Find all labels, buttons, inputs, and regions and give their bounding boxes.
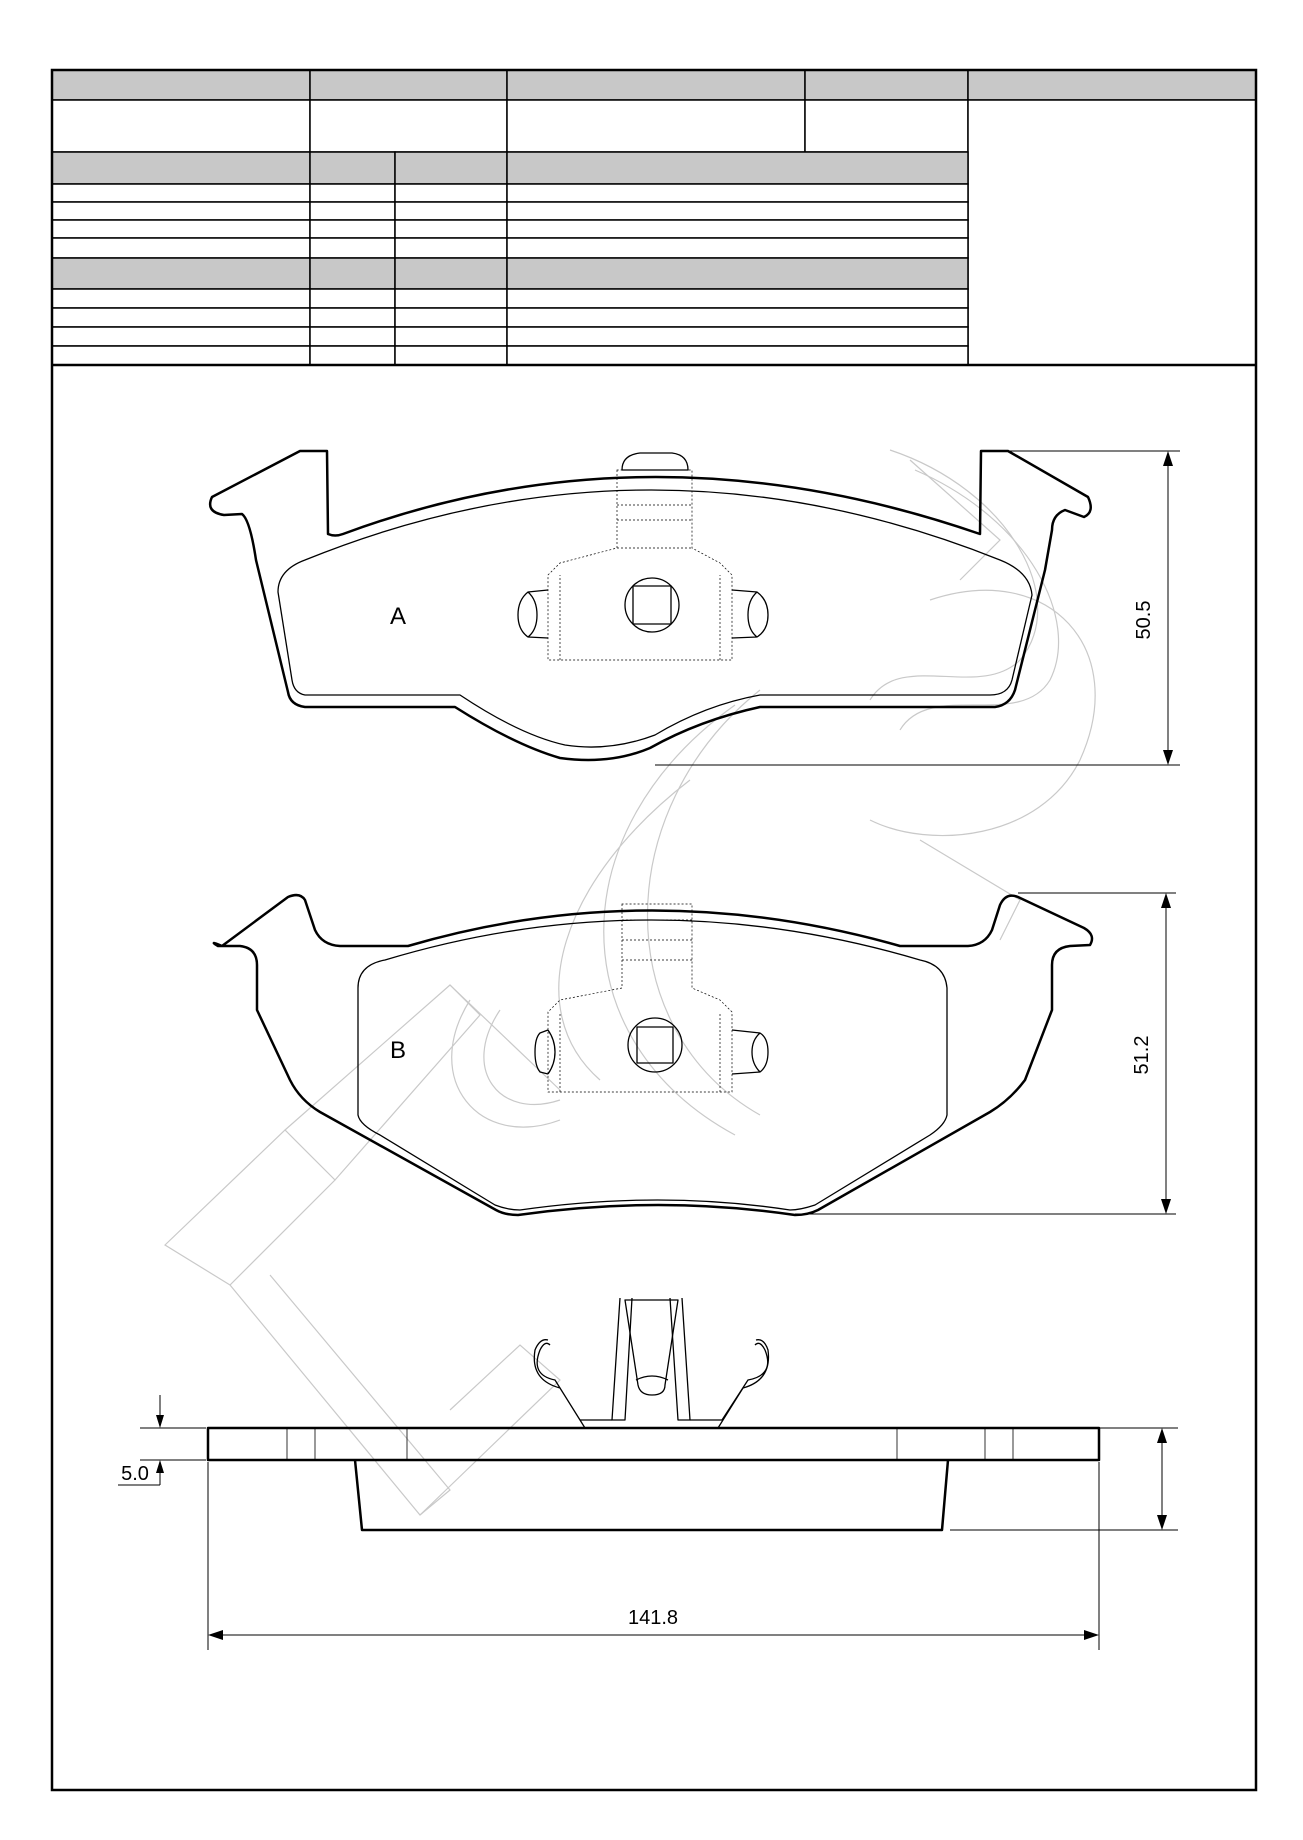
header-cell-5	[967, 69, 1257, 101]
view-b-friction-material	[357, 919, 948, 1211]
view-b-sensor-square	[636, 1026, 674, 1064]
section1-rows	[51, 183, 969, 259]
view-b-label: B	[390, 1037, 406, 1064]
side-panel-cell	[967, 99, 1257, 366]
view-b-left-lug	[534, 1029, 549, 1075]
section1-header-2	[309, 151, 396, 185]
value-cell-2	[309, 99, 508, 153]
section1-header-1	[51, 151, 311, 185]
side-view	[206, 1297, 1101, 1532]
dimension-height-a: 50.5	[655, 450, 1180, 766]
side-view-right-spring	[690, 1339, 770, 1429]
dimension-width-value: 141.8	[628, 1607, 678, 1629]
view-a-label: A	[390, 603, 406, 630]
view-a-friction-material	[277, 489, 1033, 748]
header-cell-1	[51, 69, 311, 101]
side-view-left-spring	[533, 1339, 612, 1429]
dimension-height-b: 51.2	[795, 892, 1176, 1215]
dimension-height-a-value: 50.5	[1133, 601, 1155, 640]
view-b-clip-dashed	[547, 903, 733, 1093]
section1-header-3	[394, 151, 508, 185]
side-view-backing-plate	[206, 1426, 1101, 1462]
dimension-thickness-value: 5.0	[121, 1463, 149, 1485]
view-a-sensor-hole	[624, 577, 680, 633]
section2-header-4	[506, 257, 969, 290]
dimension-thickness: 5.0	[118, 1395, 206, 1486]
dimension-pad-depth	[950, 1427, 1178, 1531]
header-cell-3	[506, 69, 806, 101]
title-block-table	[51, 69, 1257, 366]
drawing-frame	[50, 68, 1258, 1792]
section1-header-4	[506, 151, 969, 185]
value-cell-3	[506, 99, 806, 153]
section2-header-3	[394, 257, 508, 290]
side-view-friction-block	[353, 1459, 950, 1532]
view-b-backing-plate	[212, 893, 1094, 1217]
view-a-backing-plate	[208, 449, 1092, 762]
watermark-logo	[164, 449, 1096, 1516]
side-view-clip	[624, 1299, 679, 1396]
section2-header-2	[309, 257, 396, 290]
dimension-height-b-value: 51.2	[1131, 1036, 1153, 1075]
view-a-right-lug	[731, 589, 769, 639]
view-a-left-lug	[517, 589, 549, 639]
view-a-clip-dashed	[547, 469, 733, 661]
brake-pad-view-b: B	[212, 893, 1094, 1217]
dimension-width: 141.8	[207, 1462, 1100, 1650]
value-cell-4	[804, 99, 969, 153]
brake-pad-view-a: A	[208, 449, 1092, 762]
view-a-sensor-square	[632, 585, 672, 625]
view-b-sensor-hole	[627, 1017, 683, 1073]
view-b-right-lug	[731, 1029, 769, 1075]
value-cell-1	[51, 99, 311, 153]
header-cell-4	[804, 69, 969, 101]
header-cell-2	[309, 69, 508, 101]
section2-rows	[51, 288, 969, 366]
section2-header-1	[51, 257, 311, 290]
view-a-clip-tab	[621, 452, 689, 471]
